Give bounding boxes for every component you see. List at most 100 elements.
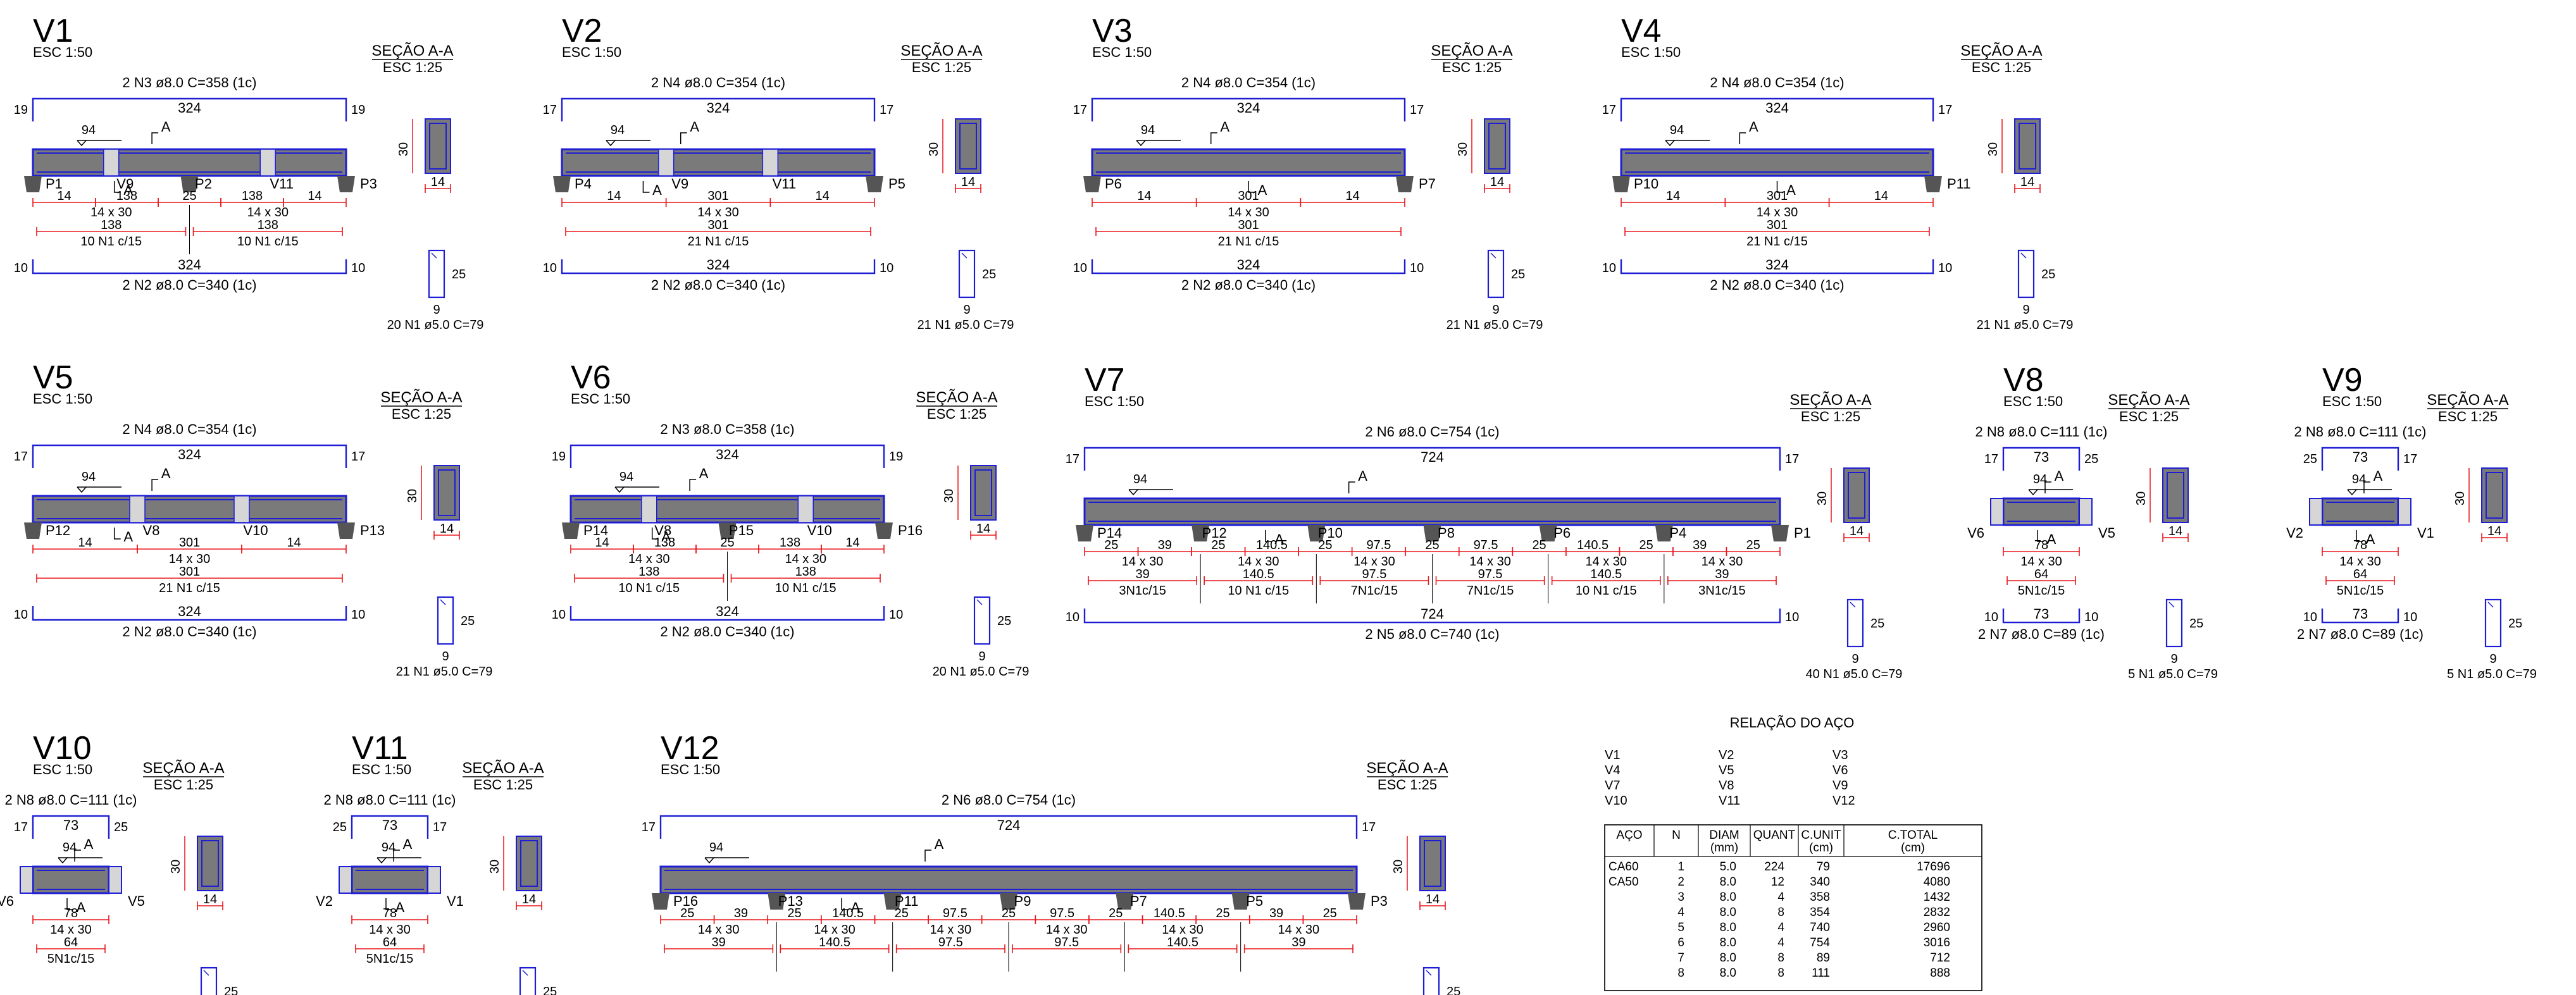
top-bar-label: 2 N3 ø8.0 C=358 (1c) [122,75,256,90]
section-width: 14 [522,893,536,906]
span-stirrup: 10 N1 c/15 [1228,584,1289,598]
stirrup-hook [2020,252,2027,259]
top-rebar [2321,447,2399,471]
section-height: 30 [927,142,941,156]
support-label: V5 [128,893,145,909]
top-bar-label: 2 N8 ø8.0 C=111 (1c) [1976,424,2108,440]
span-size: 14 x 30 [814,923,856,937]
stirrup-total: 5 N1 ø5.0 C=79 [2128,667,2218,681]
section-height: 30 [169,860,183,874]
dim-value: 25 [1216,906,1229,920]
dim-value: 14 [607,189,621,203]
span-size: 14 x 30 [369,923,411,937]
span-length: 64 [2353,567,2367,581]
span-size: 14 x 30 [50,923,92,937]
bottom-bar-label: 2 N2 ø8.0 C=340 (1c) [660,624,794,640]
bottom-bar-length: 324 [178,603,201,619]
stirrup-hook [1850,602,1856,608]
beam-scale: ESC 1:50 [571,391,630,407]
span-stirrup: 21 N1 c/15 [1218,235,1279,249]
top-bar-label: 2 N8 ø8.0 C=111 (1c) [5,792,137,808]
pillar-support [1396,176,1414,192]
support-label: P2 [195,176,212,192]
stirrup-height: 25 [997,614,1011,628]
support-label: P4 [575,176,592,192]
stirrup-shape [1487,249,1505,299]
top-hook-right: 25 [2084,452,2098,466]
support-label: P12 [1202,525,1227,541]
steel-table-cell: CA50 [1608,875,1639,889]
support-label: V10 [243,522,268,538]
bottom-rebar [32,606,347,621]
steel-beam-list-item: V10 [1605,794,1627,808]
span-length: 97.5 [938,936,963,949]
bottom-hook-right: 10 [2403,610,2417,624]
top-bar-length: 324 [178,100,201,116]
dim-value: 78 [2353,538,2367,552]
steel-table-cell: 8 [1777,967,1784,980]
stirrup-width: 9 [2170,652,2177,666]
section-height: 30 [397,142,411,156]
cut-label-top: A [2055,468,2064,484]
top-hook-right: 17 [433,820,447,834]
level-mark-94: 94 [1670,123,1684,137]
top-bar-label: 2 N8 ø8.0 C=111 (1c) [2294,424,2427,440]
support-label: P10 [1634,176,1658,192]
span-length: 140.5 [1590,567,1622,581]
bottom-hook-left: 10 [1984,610,1998,624]
bottom-hook-left: 10 [14,608,28,622]
span-size: 14 x 30 [1585,555,1627,569]
span-stirrup: 7N1c/15 [1467,584,1514,598]
cut-label-bottom: A [1786,182,1796,198]
cut-mark-bottom [385,898,392,910]
stirrup-total: 40 N1 ø5.0 C=79 [1806,667,1903,681]
bottom-hook-right: 10 [2084,610,2098,624]
level-mark-94: 94 [619,470,633,484]
pillar-support [180,176,199,192]
steel-beam-list-item: V4 [1605,763,1620,777]
steel-table-cell: 89 [1817,951,1830,965]
bottom-bar-length: 324 [716,603,739,619]
bottom-hook-left: 10 [14,261,28,275]
support-hatch [427,866,441,894]
section-width: 14 [1850,524,1864,538]
pillar-support [1083,176,1101,192]
beam-scale: ESC 1:50 [1092,44,1152,60]
span-size: 14 x 30 [2020,555,2062,569]
span-size: 14 x 30 [697,206,739,219]
cut-mark-top [393,850,400,862]
cut-label-bottom: A [123,182,133,198]
span-length: 301 [707,218,728,232]
level-mark-icon [614,486,625,493]
support-label: P14 [583,522,608,538]
pillar-support [1076,525,1093,541]
level-mark-94: 94 [82,470,96,484]
dim-value: 39 [1693,538,1707,552]
beam-title: V3 [1092,13,1133,49]
steel-table-cell: 17696 [1917,860,1950,874]
dim-value: 140.5 [1154,906,1185,920]
stirrup-shape [2484,598,2502,648]
dim-value: 97.5 [1050,906,1074,920]
support-label: P13 [778,893,803,909]
cut-mark-top [689,479,697,491]
beam-title: V4 [1621,13,1662,49]
section-width: 14 [976,522,990,536]
bottom-bar-length: 73 [2353,606,2368,622]
support-label: P16 [673,893,698,909]
stirrup-height: 25 [2041,268,2055,281]
bottom-rebar [1620,259,1934,275]
support-hatch [20,866,34,894]
steel-table-cell: 8 [1677,967,1684,980]
section-title: SEÇÃO A-A [462,760,544,777]
cut-label-bottom: A [395,899,405,915]
span-size: 14 x 30 [1757,206,1798,219]
pillar-support [553,176,571,192]
bottom-hook-right: 10 [889,608,903,622]
dim-value: 25 [1104,538,1118,552]
dim-value: 39 [734,906,748,920]
support-label: V10 [807,522,832,538]
bottom-hook-left: 10 [2303,610,2317,624]
top-hook-left: 17 [1602,103,1616,117]
support-label: V2 [316,893,333,909]
